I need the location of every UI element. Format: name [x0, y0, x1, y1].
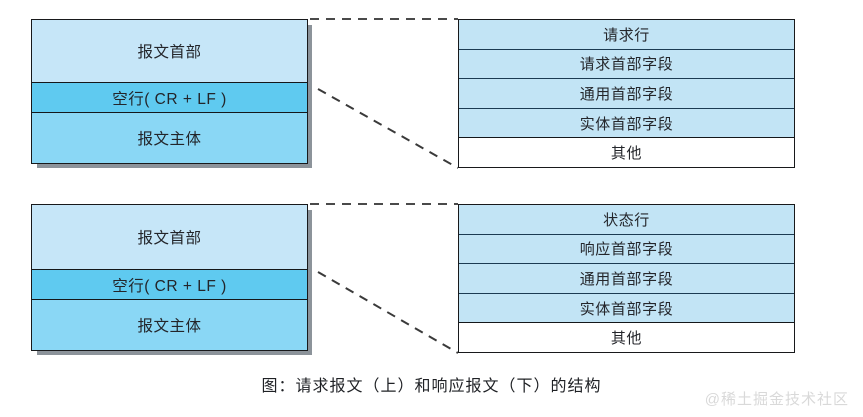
detail-row-label: 其他 — [610, 145, 643, 163]
response-header-detail-box: 状态行 响应首部字段 通用首部字段 实体首部字段 其他 — [458, 204, 795, 353]
detail-row-response-header-fields: 响应首部字段 — [459, 233, 794, 264]
detail-row-request-header-fields: 请求首部字段 — [459, 48, 794, 79]
detail-row-other: 其他 — [459, 137, 794, 167]
response-connector-diagonal — [317, 271, 459, 354]
figure-caption: 图：请求报文（上）和响应报文（下）的结构 — [261, 378, 602, 395]
message-row-blank-line: 空行( CR + LF ) — [32, 269, 307, 299]
message-row-label: 报文首部 — [137, 230, 202, 247]
message-row-body: 报文主体 — [32, 299, 307, 350]
detail-row-entity-header-fields: 实体首部字段 — [459, 107, 794, 138]
message-row-body: 报文主体 — [32, 112, 307, 163]
message-row-blank-line: 空行( CR + LF ) — [32, 82, 307, 112]
detail-row-status-line: 状态行 — [459, 205, 794, 234]
detail-row-label: 通用首部字段 — [579, 85, 674, 103]
message-row-label: 空行( CR + LF ) — [112, 277, 227, 295]
detail-row-general-header-fields: 通用首部字段 — [459, 78, 794, 108]
detail-row-other: 其他 — [459, 322, 794, 352]
detail-row-label: 实体首部字段 — [579, 115, 674, 133]
message-row-header: 报文首部 — [32, 20, 307, 82]
detail-row-general-header-fields: 通用首部字段 — [459, 263, 794, 293]
detail-row-label: 通用首部字段 — [579, 270, 674, 288]
detail-row-label: 其他 — [610, 330, 643, 348]
detail-row-label: 响应首部字段 — [579, 241, 674, 259]
message-row-header: 报文首部 — [32, 205, 307, 269]
message-row-label: 报文主体 — [137, 131, 202, 148]
response-message-box: 报文首部 空行( CR + LF ) 报文主体 — [31, 204, 308, 351]
message-row-label: 报文主体 — [137, 318, 202, 335]
request-message-box: 报文首部 空行( CR + LF ) 报文主体 — [31, 19, 308, 164]
detail-row-label: 请求行 — [603, 26, 650, 44]
detail-row-label: 请求首部字段 — [579, 56, 674, 74]
detail-row-label: 实体首部字段 — [579, 300, 674, 318]
detail-row-label: 状态行 — [603, 211, 650, 229]
detail-row-entity-header-fields: 实体首部字段 — [459, 292, 794, 323]
watermark: @稀土掘金技术社区 — [704, 391, 849, 408]
detail-row-request-line: 请求行 — [459, 20, 794, 49]
message-row-label: 空行( CR + LF ) — [112, 90, 227, 108]
request-header-detail-box: 请求行 请求首部字段 通用首部字段 实体首部字段 其他 — [458, 19, 795, 168]
message-row-label: 报文首部 — [137, 44, 202, 61]
request-connector-diagonal — [317, 88, 459, 169]
